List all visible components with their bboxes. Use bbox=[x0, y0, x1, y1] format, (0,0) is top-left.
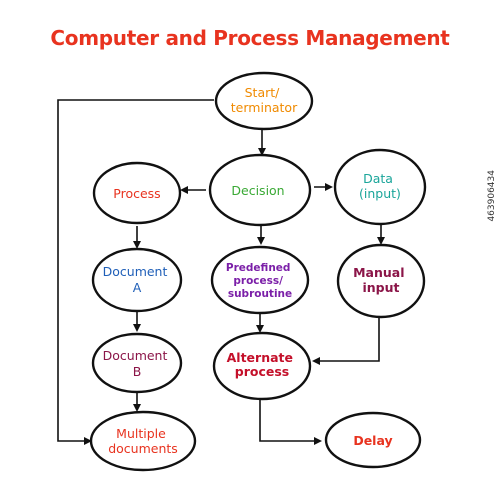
delay-label: Delay bbox=[353, 433, 392, 448]
document-a-node[interactable] bbox=[91, 247, 183, 313]
alternate-process-label: Alternate process bbox=[227, 350, 298, 379]
arrow-manual-alternate bbox=[312, 317, 380, 365]
connectors bbox=[57, 99, 385, 445]
stock-id-watermark: 463906434 bbox=[487, 170, 497, 222]
process-node[interactable] bbox=[92, 161, 182, 225]
predefined-process-label: Predefined process/ subroutine bbox=[226, 262, 294, 300]
manual-input-node[interactable] bbox=[336, 243, 426, 319]
alternate-process-node[interactable] bbox=[212, 331, 312, 401]
manual-input-label: Manual input bbox=[353, 265, 409, 295]
data-input-node[interactable] bbox=[333, 148, 427, 226]
document-b-node[interactable] bbox=[91, 332, 183, 394]
multiple-documents-node[interactable] bbox=[89, 410, 197, 472]
decision-node[interactable] bbox=[208, 153, 312, 227]
start-terminator-label: Start/ terminator bbox=[231, 85, 298, 115]
arrow-alternate-delay bbox=[259, 398, 322, 445]
node-outlines bbox=[89, 71, 427, 472]
document-b-label: Document B bbox=[103, 348, 172, 379]
arrow-start-multiple bbox=[57, 99, 214, 445]
document-a-label: Document A bbox=[103, 264, 172, 295]
diagram-title: Computer and Process Management bbox=[50, 26, 450, 50]
predefined-process-node[interactable] bbox=[210, 245, 310, 315]
node-labels: Start/ terminator Decision Data (input) … bbox=[103, 85, 409, 456]
data-input-label: Data (input) bbox=[359, 171, 401, 201]
start-terminator-node[interactable] bbox=[214, 71, 314, 131]
process-label: Process bbox=[113, 186, 160, 201]
decision-label: Decision bbox=[231, 183, 284, 198]
delay-node[interactable] bbox=[324, 411, 422, 469]
multiple-documents-label: Multiple documents bbox=[108, 426, 178, 456]
